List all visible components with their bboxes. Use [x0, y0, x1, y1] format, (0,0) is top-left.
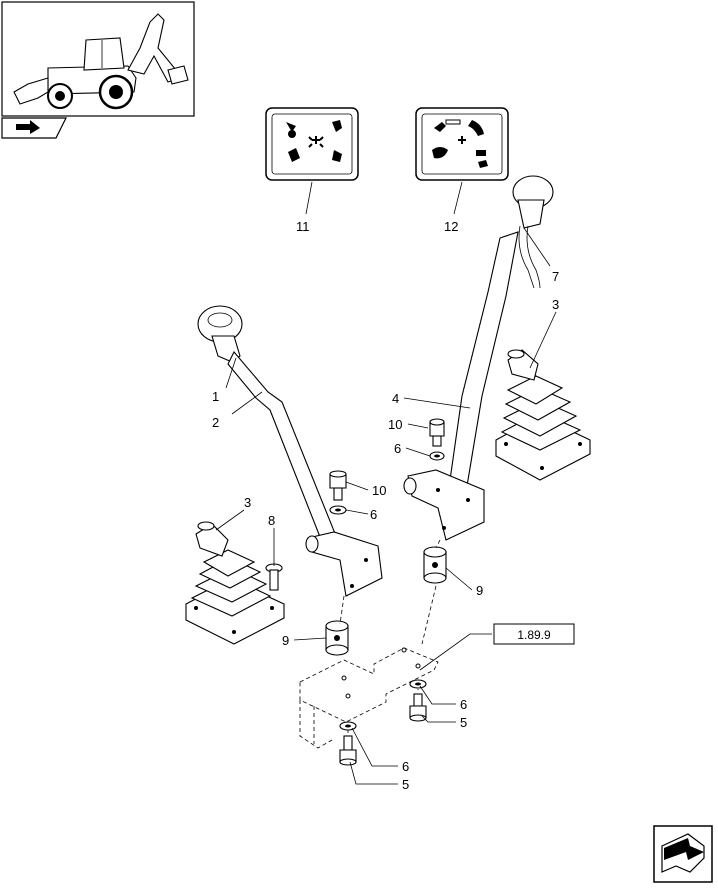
callout-3-left: 3: [244, 495, 251, 510]
callout-6-right: 6: [394, 441, 401, 456]
callout-10-right: 10: [388, 417, 402, 432]
callout-1: 1: [212, 389, 219, 404]
lower-washer-6-right: [409, 679, 427, 689]
right-control-lever: [403, 175, 554, 541]
reference-box-label: 1.89.9: [517, 628, 551, 642]
control-pattern-decal-12: [415, 107, 509, 181]
screw-8: [265, 563, 283, 591]
lower-bolt-5-left: [339, 735, 357, 766]
callout-4: 4: [392, 391, 399, 406]
backhoe-loader-thumbnail-icon: [1, 1, 195, 117]
callout-7: 7: [552, 269, 559, 284]
callout-9-left: 9: [282, 633, 289, 648]
left-coupling-9: [325, 620, 349, 656]
callout-6-lower-right: 6: [460, 697, 467, 712]
callout-labels: 11 12 7 3 1 4 2 10 6 10 3 6 8 9 9 6 5 6 …: [212, 219, 559, 792]
callout-8: 8: [268, 513, 275, 528]
callout-9-right: 9: [476, 583, 483, 598]
control-pattern-decal-11: [265, 107, 359, 181]
right-rubber-boot: [495, 349, 591, 481]
callout-12: 12: [444, 219, 458, 234]
next-page-arrow-icon[interactable]: [653, 825, 713, 883]
right-coupling-9: [423, 546, 447, 584]
callout-6-lower-left: 6: [402, 759, 409, 774]
right-washer-6: [429, 451, 445, 461]
left-rubber-boot: [185, 521, 285, 645]
lower-washer-6-left: [339, 721, 357, 731]
callout-5-left: 5: [402, 777, 409, 792]
callout-2: 2: [212, 415, 219, 430]
left-control-lever: [197, 305, 383, 597]
reference-box[interactable]: [493, 623, 575, 645]
mounting-base-plate: [299, 647, 439, 749]
callout-6-left: 6: [370, 507, 377, 522]
leader-lines: [215, 181, 557, 785]
left-bolt-10: [329, 470, 347, 501]
right-bolt-10: [429, 418, 445, 447]
arrow-indicator-icon: [1, 117, 67, 139]
callout-10-left: 10: [372, 483, 386, 498]
callout-11: 11: [296, 219, 310, 234]
left-washer-6: [329, 505, 347, 515]
lower-bolt-5-right: [409, 693, 427, 722]
callout-3-right: 3: [552, 297, 559, 312]
callout-5-right: 5: [460, 715, 467, 730]
